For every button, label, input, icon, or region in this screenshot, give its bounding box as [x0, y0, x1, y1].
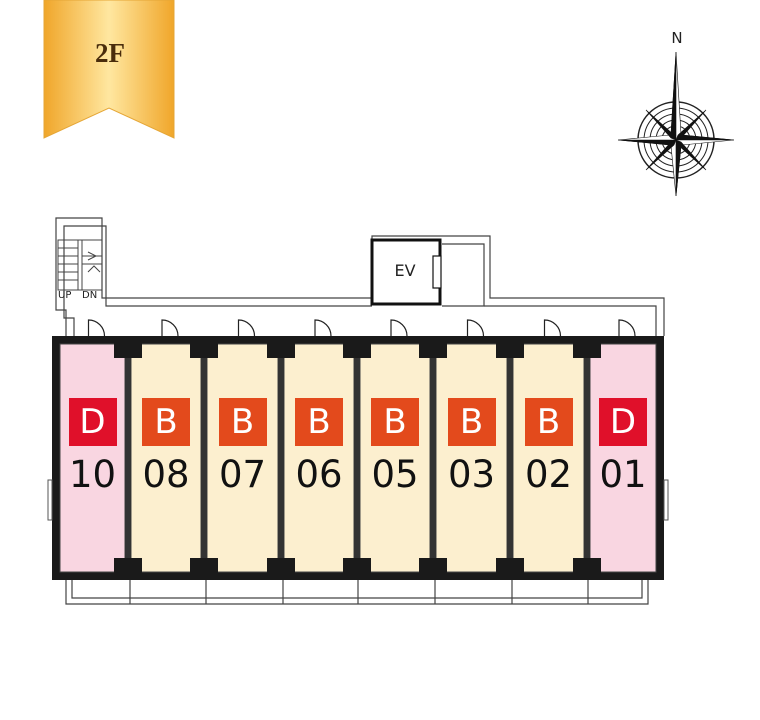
corridor-outline — [55, 217, 665, 605]
structural-column — [419, 558, 447, 580]
unit-door-06 — [314, 319, 332, 337]
structural-column — [267, 336, 295, 358]
unit-door-03 — [466, 319, 485, 337]
structural-column — [343, 336, 371, 358]
party-wall — [201, 336, 207, 580]
unit-room-05 — [359, 343, 431, 573]
unit-type-badge: B — [447, 398, 496, 446]
structural-column — [114, 558, 142, 580]
unit-number: 07 — [218, 453, 267, 496]
unit-type-badge: D — [68, 398, 117, 446]
structural-column — [343, 558, 371, 580]
structural-column — [267, 558, 295, 580]
party-wall — [507, 336, 513, 580]
elevator-label: EV — [394, 261, 416, 280]
elevator-shaft — [370, 238, 442, 306]
unit-room-10 — [59, 343, 126, 573]
unit-door-01 — [618, 319, 636, 337]
unit-door-07 — [237, 319, 256, 337]
structural-column — [190, 558, 218, 580]
unit-number: 02 — [524, 453, 573, 496]
unit-type-badge: B — [371, 398, 419, 446]
west-wall — [52, 336, 60, 580]
stair-down-label: DN — [82, 290, 98, 301]
party-wall — [584, 336, 590, 580]
doors-layer — [87, 319, 636, 337]
units-layer — [59, 336, 657, 580]
unit-type-badge: B — [142, 398, 190, 446]
unit-room-06 — [283, 343, 355, 573]
party-wall — [125, 336, 131, 580]
unit-number: 03 — [447, 453, 496, 496]
structural-column — [496, 336, 524, 358]
structural-column — [573, 336, 601, 358]
unit-door-08 — [161, 319, 179, 337]
stair-up-label: UP — [58, 290, 72, 301]
structural-column — [419, 336, 447, 358]
floor-label: 2F — [95, 38, 125, 68]
unit-type-badge: B — [218, 398, 267, 446]
unit-number: 01 — [599, 453, 647, 496]
unit-room-08 — [130, 343, 202, 573]
unit-number: 06 — [295, 453, 343, 496]
structural-column — [496, 558, 524, 580]
party-wall — [278, 336, 284, 580]
structural-column — [114, 336, 142, 358]
structural-column — [573, 558, 601, 580]
east-wall — [656, 336, 664, 580]
north-label: N — [671, 29, 683, 47]
unit-door-10 — [87, 319, 106, 337]
unit-number: 05 — [371, 453, 419, 496]
unit-type-badge: B — [524, 398, 573, 446]
party-wall — [354, 336, 360, 580]
unit-type-badge: B — [295, 398, 343, 446]
structural-column — [190, 336, 218, 358]
unit-number: 10 — [68, 453, 117, 496]
unit-number: 08 — [142, 453, 190, 496]
window-west — [47, 479, 53, 521]
unit-type-badge: D — [599, 398, 647, 446]
unit-door-05 — [390, 319, 408, 337]
unit-door-02 — [543, 319, 562, 337]
party-wall — [430, 336, 436, 580]
stairwell — [57, 239, 103, 291]
unit-room-01 — [589, 343, 657, 573]
window-east — [663, 479, 669, 521]
